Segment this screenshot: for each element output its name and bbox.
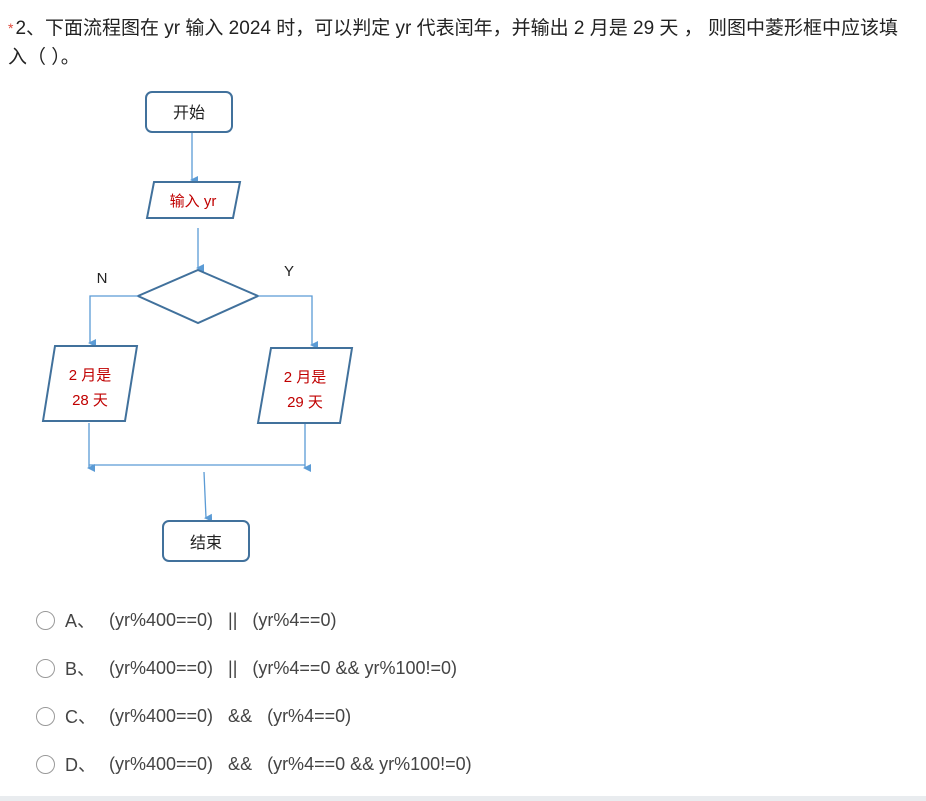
output-28-line2: 28 天 <box>72 392 108 409</box>
option-c-text: (yr%400==0) && (yr%4==0) <box>109 705 352 726</box>
option-b[interactable]: B、 (yr%400==0) || (yr%4==0 && yr%100!=0) <box>36 644 472 692</box>
output-29-line2: 29 天 <box>287 394 323 411</box>
option-d-text: (yr%400==0) && (yr%4==0 && yr%100!=0) <box>109 753 472 774</box>
input-node <box>145 181 242 219</box>
end-label: 结束 <box>190 534 222 552</box>
question-text-block: *2、下面流程图在 yr 输入 2024 时，可以判定 yr 代表闰年，并输出 … <box>8 14 908 72</box>
radio-d[interactable] <box>36 754 55 774</box>
bottom-divider <box>0 796 926 801</box>
start-node <box>145 91 233 133</box>
option-b-text: (yr%400==0) || (yr%4==0 && yr%100!=0) <box>109 657 458 678</box>
option-d[interactable]: D、 (yr%400==0) && (yr%4==0 && yr%100!=0) <box>36 740 472 788</box>
output-29-line1: 2 月是 <box>284 369 327 386</box>
option-a[interactable]: A、 (yr%400==0) || (yr%4==0) <box>36 596 472 644</box>
yes-label: Y <box>284 263 294 280</box>
input-label: 输入 yr <box>170 193 217 210</box>
answer-options: A、 (yr%400==0) || (yr%4==0) B、 (yr%400==… <box>36 596 472 788</box>
arrow-yes-branch <box>258 295 318 349</box>
option-a-letter: A、 <box>65 611 96 631</box>
option-d-letter: D、 <box>65 755 96 775</box>
arrow-no-branch <box>88 295 138 347</box>
decision-diamond <box>135 268 261 325</box>
flowchart-diagram: 开始 输入 yr N Y 2 月是 28 天 2 月是 29 天 结束 <box>41 91 354 562</box>
radio-a[interactable] <box>36 610 55 630</box>
question-text: 2、下面流程图在 yr 输入 2024 时，可以判定 yr 代表闰年，并输出 2… <box>8 18 898 68</box>
option-a-text: (yr%400==0) || (yr%4==0) <box>109 609 337 630</box>
arrow-merge-end <box>203 471 213 522</box>
option-c-letter: C、 <box>65 707 96 727</box>
output-29-days <box>256 347 354 424</box>
option-c[interactable]: C、 (yr%400==0) && (yr%4==0) <box>36 692 472 740</box>
required-marker: * <box>8 20 14 36</box>
option-b-letter: B、 <box>65 659 96 679</box>
no-label: N <box>97 270 108 287</box>
output-28-days <box>41 345 139 422</box>
radio-c[interactable] <box>36 706 55 726</box>
radio-b[interactable] <box>36 658 55 678</box>
end-node <box>162 520 250 562</box>
output-28-line1: 2 月是 <box>69 367 112 384</box>
start-label: 开始 <box>173 104 205 122</box>
